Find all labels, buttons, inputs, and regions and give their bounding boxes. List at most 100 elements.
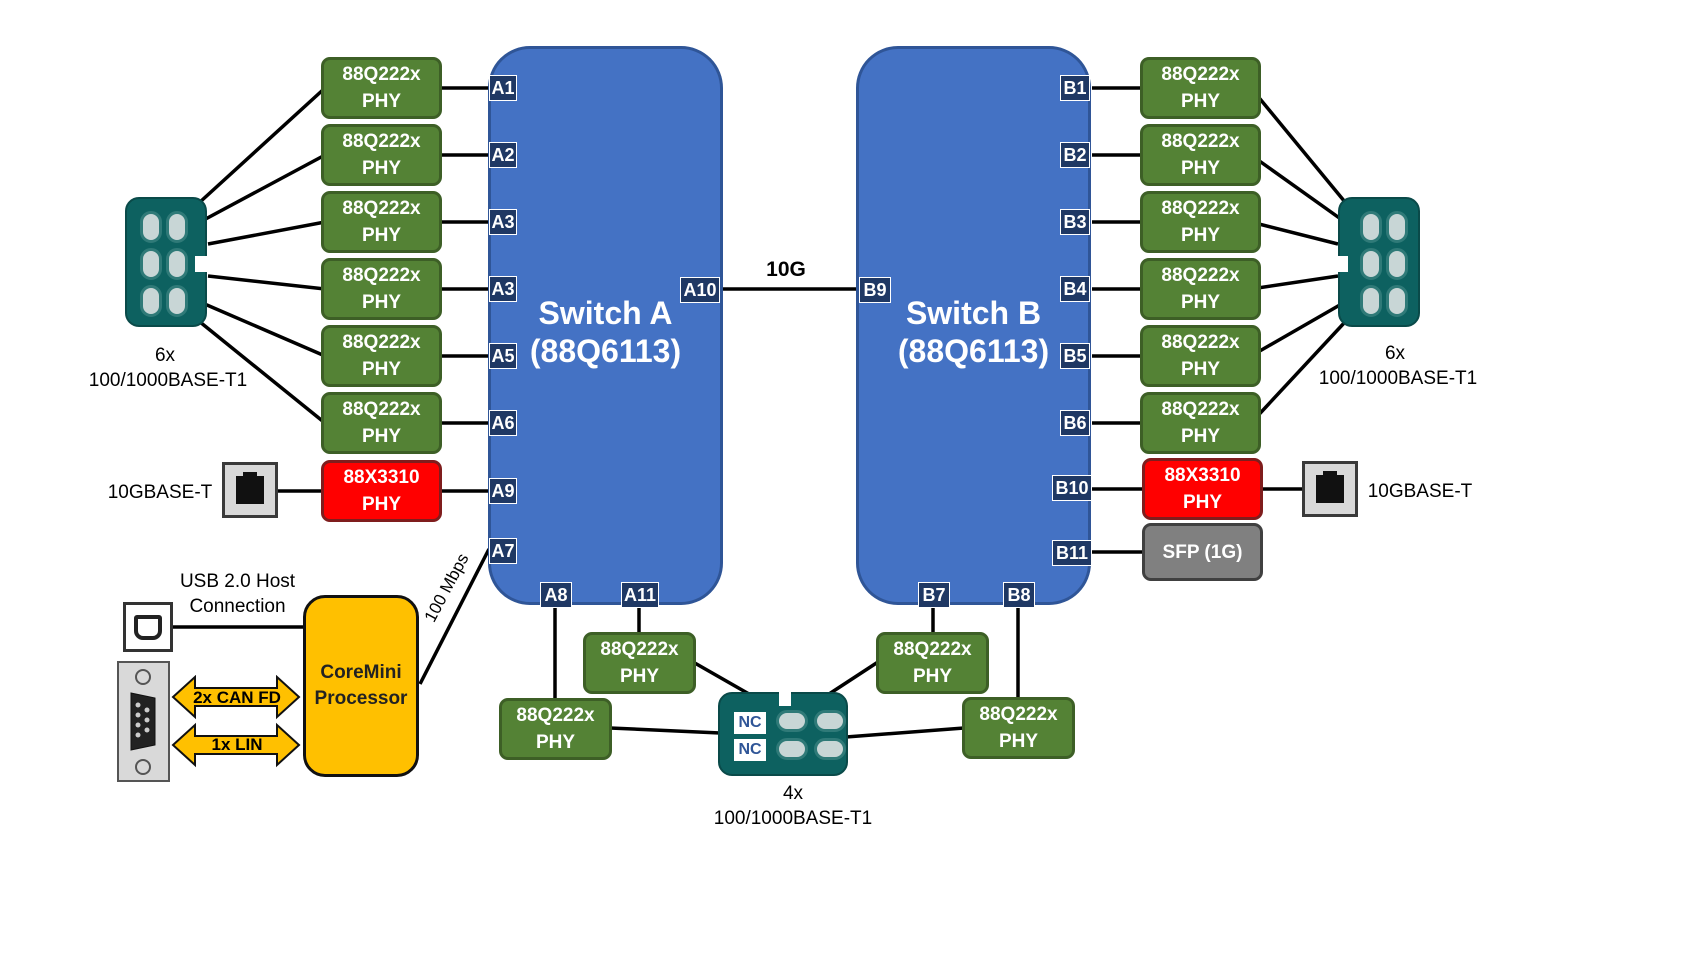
port-b8: B8 <box>1003 582 1035 608</box>
usb-b-port-icon <box>123 602 173 652</box>
connector-pin <box>1360 211 1382 243</box>
phy-b8-name: 88Q222x <box>979 704 1058 725</box>
port-b3: B3 <box>1060 209 1090 235</box>
connector-pin <box>1386 211 1408 243</box>
phy-b7-name: 88Q222x <box>893 639 972 660</box>
phy-b8-suffix: PHY <box>998 731 1039 752</box>
connector-pin <box>140 285 162 317</box>
phy-b1-name: 88Q222x <box>1161 64 1240 85</box>
port-a2: A2 <box>489 142 517 168</box>
connector-pin <box>166 248 188 280</box>
phy-b4-suffix: PHY <box>1180 292 1221 313</box>
phy-a4-name: 88Q222x <box>342 265 421 286</box>
phy-b10-name: 88X3310 <box>1164 465 1241 486</box>
right-t1-connector <box>1336 197 1420 327</box>
phy-b2-suffix: PHY <box>1180 158 1221 179</box>
dsub-connector-icon <box>117 661 170 782</box>
port-b7: B7 <box>918 582 950 608</box>
bottom-connector-type: 100/1000BASE-T1 <box>713 808 873 829</box>
port-b11: B11 <box>1052 540 1092 566</box>
phy-b5-suffix: PHY <box>1180 359 1221 380</box>
phy-a2-suffix: PHY <box>361 158 402 179</box>
port-b4: B4 <box>1060 276 1090 302</box>
right-connector-type: 100/1000BASE-T1 <box>1318 368 1478 389</box>
phy-a6-suffix: PHY <box>361 426 402 447</box>
left-connector-count: 6x <box>154 345 176 366</box>
phy-b3-name: 88Q222x <box>1161 198 1240 219</box>
connector-key <box>779 690 791 706</box>
connector-pin <box>1386 248 1408 280</box>
can-lin-arrows <box>171 675 301 768</box>
switch-a-part: (88Q6113) <box>529 333 682 369</box>
port-a7: A7 <box>489 538 517 564</box>
lin-label: 1x LIN <box>211 735 263 754</box>
coremini-line2: Processor <box>314 688 408 709</box>
phy-a9-name: 88X3310 <box>343 467 420 488</box>
phy-b4-name: 88Q222x <box>1161 265 1240 286</box>
connector-pin <box>776 738 808 760</box>
rj45-right-label: 10GBASE-T <box>1367 481 1473 502</box>
port-a5: A5 <box>489 343 517 369</box>
phy-b6-suffix: PHY <box>1180 426 1221 447</box>
sfp-module: SFP (1G) <box>1142 523 1263 581</box>
connector-pin <box>814 710 846 732</box>
port-b10: B10 <box>1052 475 1092 501</box>
phy-a3-suffix: PHY <box>361 225 402 246</box>
port-b6: B6 <box>1060 410 1090 436</box>
switch-b: Switch B (88Q6113) <box>856 46 1091 605</box>
port-a11: A11 <box>621 582 659 608</box>
port-b1: B1 <box>1060 75 1090 101</box>
nc-label-1: NC <box>734 712 766 734</box>
phy-b10-suffix: PHY <box>1182 492 1223 513</box>
connector-pin <box>1360 248 1382 280</box>
rj45-left-label: 10GBASE-T <box>107 482 213 503</box>
dsub-drawing <box>130 669 156 775</box>
phy-b2-name: 88Q222x <box>1161 131 1240 152</box>
rj45-left-icon <box>222 462 278 518</box>
usb-label-line2: Connection <box>189 596 286 617</box>
coremini-processor: CoreMini Processor <box>303 595 419 777</box>
port-a10: A10 <box>680 277 720 303</box>
phy-a5-name: 88Q222x <box>342 332 421 353</box>
phy-a2-name: 88Q222x <box>342 131 421 152</box>
port-a3: A3 <box>489 209 517 235</box>
port-b2: B2 <box>1060 142 1090 168</box>
left-t1-connector <box>125 197 207 327</box>
nc-label-2: NC <box>734 739 766 761</box>
port-a8: A8 <box>540 582 572 608</box>
switch-b-part: (88Q6113) <box>897 333 1050 369</box>
phy-a4-suffix: PHY <box>361 292 402 313</box>
right-connector-count: 6x <box>1384 343 1406 364</box>
connector-key <box>195 256 207 272</box>
coremini-line1: CoreMini <box>320 662 402 683</box>
usb-label-line1: USB 2.0 Host <box>179 571 296 592</box>
phy-a6-name: 88Q222x <box>342 399 421 420</box>
phy-a11-name: 88Q222x <box>600 639 679 660</box>
phy-b1-suffix: PHY <box>1180 91 1221 112</box>
bottom-t1-connector: NC NC <box>718 690 848 776</box>
port-b9: B9 <box>859 277 891 303</box>
connector-pin <box>166 211 188 243</box>
phy-b5-name: 88Q222x <box>1161 332 1240 353</box>
sfp-label: SFP (1G) <box>1162 541 1243 563</box>
phy-a5-suffix: PHY <box>361 359 402 380</box>
connector-pin <box>776 710 808 732</box>
phy-a3-name: 88Q222x <box>342 198 421 219</box>
connector-key <box>1336 256 1348 272</box>
